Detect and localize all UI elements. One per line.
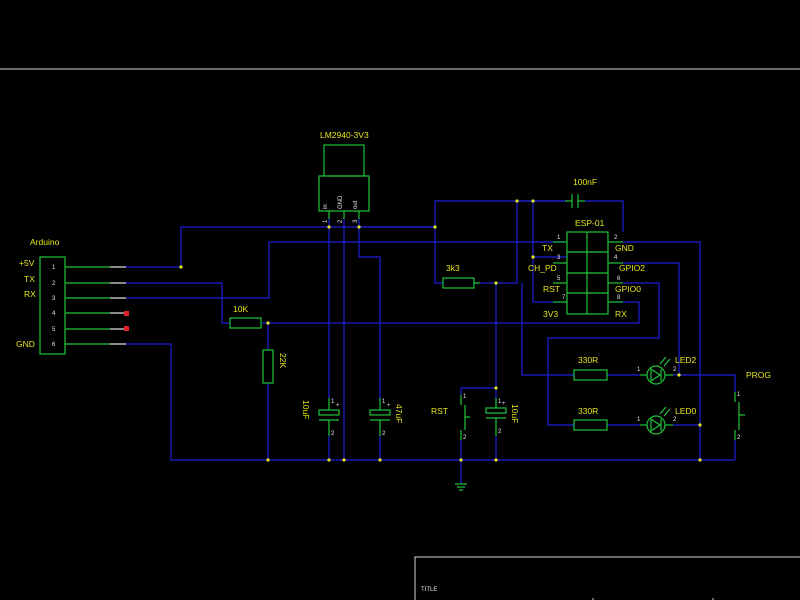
svg-text:330R: 330R (578, 355, 598, 365)
arduino-signal-5v: +5V (19, 258, 35, 268)
svg-text:10uF: 10uF (510, 404, 520, 423)
svg-text:+: + (387, 403, 391, 409)
wire-rx (126, 241, 567, 299)
svg-text:LED2: LED2 (675, 355, 697, 365)
svg-text:2: 2 (673, 417, 677, 423)
svg-text:2: 2 (463, 435, 467, 441)
svg-text:+: + (336, 403, 340, 409)
arduino-connector: Arduino +5V TX RX GND 1 2 3 4 5 6 (16, 237, 129, 355)
led2: LED2 1 2 (637, 355, 697, 385)
unconnected-marker (124, 311, 129, 316)
svg-text:GND: GND (338, 195, 344, 209)
svg-text:1: 1 (331, 399, 335, 405)
svg-text:5: 5 (52, 327, 56, 333)
svg-text:2: 2 (382, 431, 386, 437)
wire-5v (126, 226, 435, 268)
resistor-330r-led0: 330R (573, 406, 608, 431)
svg-text:330R: 330R (578, 406, 598, 416)
esp-pin-tx: TX (542, 243, 553, 253)
svg-text:RST: RST (431, 406, 448, 416)
svg-text:2: 2 (673, 367, 677, 373)
svg-text:47uF: 47uF (394, 404, 404, 423)
wire-gnd (126, 343, 735, 461)
svg-text:1: 1 (557, 235, 561, 241)
capacitor-47uf-output: 1 2 + 47uF (369, 398, 404, 437)
svg-text:2: 2 (52, 281, 56, 287)
esp01-module: ESP-01 TX CH_PD RST 3V3 GND GPIO2 GPIO0 … (528, 218, 645, 319)
svg-text:7: 7 (562, 295, 566, 301)
arduino-signal-rx: RX (24, 289, 36, 299)
arduino-title: Arduino (30, 237, 60, 247)
led0: LED0 1 2 (637, 406, 697, 435)
svg-text:3: 3 (52, 296, 56, 302)
esp-pin-3v3: 3V3 (543, 309, 558, 319)
svg-text:1: 1 (737, 392, 741, 398)
svg-text:in: in (323, 204, 329, 209)
svg-text:2: 2 (331, 431, 335, 437)
svg-text:1: 1 (498, 399, 502, 405)
svg-text:6: 6 (52, 342, 56, 348)
svg-text:100nF: 100nF (573, 177, 597, 187)
title-block: TITLE (414, 556, 800, 600)
unconnected-marker (124, 326, 129, 331)
svg-text:1: 1 (52, 265, 56, 271)
junction-dots (179, 199, 702, 462)
resistor-3k3: 3k3 (442, 263, 480, 289)
svg-text:out: out (353, 200, 359, 209)
svg-text:4: 4 (52, 311, 56, 317)
ground-symbol (455, 483, 467, 491)
wire-tx (126, 282, 230, 324)
svg-text:4: 4 (614, 255, 618, 261)
resistor-330r-led2: 330R (573, 355, 608, 381)
arduino-signal-gnd: GND (16, 339, 35, 349)
svg-text:2: 2 (737, 435, 741, 441)
svg-text:10K: 10K (233, 304, 248, 314)
wire-3v3 (358, 227, 381, 398)
svg-text:1: 1 (382, 399, 386, 405)
esp-pin-chpd: CH_PD (528, 263, 557, 273)
svg-text:+: + (502, 401, 506, 407)
capacitor-10uf-input: 1 2 + 10uF (301, 398, 340, 437)
arduino-signal-tx: TX (24, 274, 35, 284)
svg-text:3k3: 3k3 (446, 263, 460, 273)
svg-text:6: 6 (617, 276, 621, 282)
esp-pin-gpio2: GPIO2 (619, 263, 645, 273)
capacitor-100nf: 100nF (565, 177, 597, 208)
svg-text:LED0: LED0 (675, 406, 697, 416)
svg-text:8: 8 (617, 295, 621, 301)
esp-title: ESP-01 (575, 218, 605, 228)
esp-pin-rx: RX (615, 309, 627, 319)
svg-text:PROG: PROG (746, 370, 771, 380)
resistor-10k: 10K (229, 304, 262, 329)
regulator-lm2940: LM2940-3V3 in GND out 1 2 3 (318, 130, 370, 223)
switch-rst: RST 1 2 (431, 394, 470, 441)
title-block-label: TITLE (421, 587, 437, 593)
wires (126, 200, 736, 484)
svg-text:1: 1 (637, 367, 641, 373)
svg-text:3: 3 (557, 255, 561, 261)
svg-text:3: 3 (353, 219, 359, 223)
switch-prog: PROG 1 2 (734, 370, 771, 441)
svg-text:2: 2 (338, 219, 344, 223)
svg-text:1: 1 (637, 417, 641, 423)
svg-text:1: 1 (323, 219, 329, 223)
resistor-22k: 22K (262, 349, 288, 384)
regulator-title: LM2940-3V3 (320, 130, 369, 140)
svg-text:2: 2 (498, 429, 502, 435)
svg-text:10uF: 10uF (301, 400, 311, 419)
esp-pin-rst: RST (543, 284, 560, 294)
svg-text:2: 2 (614, 235, 618, 241)
esp-pin-gnd: GND (615, 243, 634, 253)
svg-text:1: 1 (463, 394, 467, 400)
capacitor-10uf-reset: 1 2 + 10uF (485, 398, 520, 436)
esp-pin-gpio0: GPIO0 (615, 284, 641, 294)
svg-text:22K: 22K (278, 353, 288, 368)
svg-text:5: 5 (557, 276, 561, 282)
